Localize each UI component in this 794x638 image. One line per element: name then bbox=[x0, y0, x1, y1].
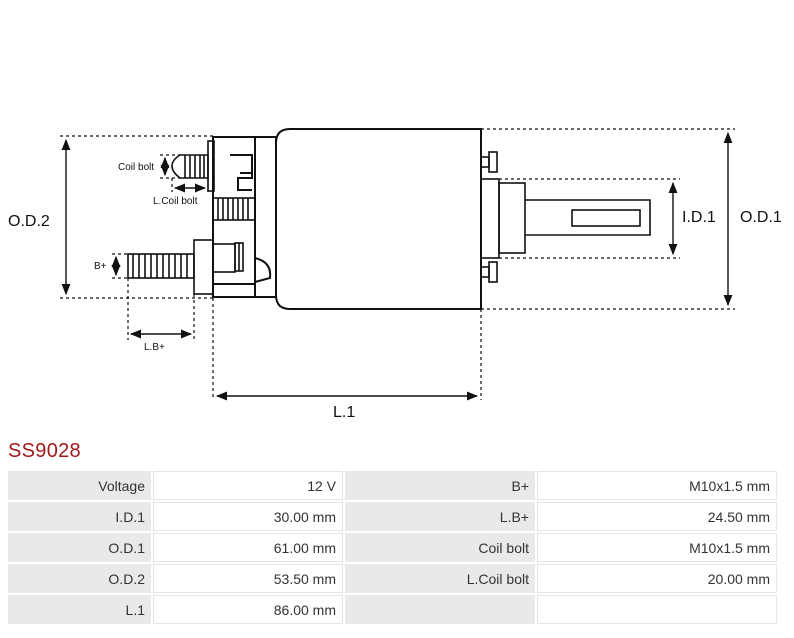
od1-label: O.D.1 bbox=[740, 209, 782, 226]
spec-value: M10x1.5 mm bbox=[537, 533, 777, 562]
b-plus-terminal bbox=[127, 239, 244, 295]
product-code: SS9028 bbox=[8, 440, 81, 462]
coil-bolt-terminal bbox=[171, 140, 215, 192]
spec-key: L.B+ bbox=[345, 502, 535, 531]
spec-value: 53.50 mm bbox=[153, 564, 343, 593]
extension-lines bbox=[60, 128, 735, 400]
spec-key bbox=[345, 595, 535, 624]
spec-value: 61.00 mm bbox=[153, 533, 343, 562]
l1-label: L.1 bbox=[333, 404, 355, 421]
table-row: O.D.1 61.00 mm Coil bolt M10x1.5 mm bbox=[8, 533, 777, 562]
table-row: I.D.1 30.00 mm L.B+ 24.50 mm bbox=[8, 502, 777, 531]
spec-value: 12 V bbox=[153, 471, 343, 500]
solenoid-technical-drawing: O.D.2 O.D.1 I.D.1 L.1 Coil bolt L.Coil b… bbox=[8, 128, 782, 421]
spec-key: L.1 bbox=[8, 595, 151, 624]
spec-value: 86.00 mm bbox=[153, 595, 343, 624]
spec-key: L.Coil bolt bbox=[345, 564, 535, 593]
table-row: Voltage 12 V B+ M10x1.5 mm bbox=[8, 471, 777, 500]
spec-table: Voltage 12 V B+ M10x1.5 mm I.D.1 30.00 m… bbox=[6, 469, 779, 626]
spec-key: B+ bbox=[345, 471, 535, 500]
solenoid-body bbox=[212, 128, 482, 310]
b-plus-label: B+ bbox=[94, 261, 107, 272]
spec-value: 24.50 mm bbox=[537, 502, 777, 531]
l-coil-bolt-label: L.Coil bolt bbox=[153, 196, 198, 207]
l-coil-bolt-stud bbox=[212, 197, 256, 221]
table-row: L.1 86.00 mm bbox=[8, 595, 777, 624]
id1-label: I.D.1 bbox=[682, 209, 716, 226]
spec-value bbox=[537, 595, 777, 624]
spec-key: I.D.1 bbox=[8, 502, 151, 531]
coil-bolt-label: Coil bolt bbox=[118, 162, 154, 173]
table-row: O.D.2 53.50 mm L.Coil bolt 20.00 mm bbox=[8, 564, 777, 593]
spec-key: O.D.2 bbox=[8, 564, 151, 593]
spec-key: O.D.1 bbox=[8, 533, 151, 562]
od2-label: O.D.2 bbox=[8, 213, 50, 230]
spec-key: Voltage bbox=[8, 471, 151, 500]
l-b-plus-label: L.B+ bbox=[144, 342, 165, 353]
plunger-assembly bbox=[480, 151, 651, 283]
spec-value: 20.00 mm bbox=[537, 564, 777, 593]
spec-value: 30.00 mm bbox=[153, 502, 343, 531]
spec-value: M10x1.5 mm bbox=[537, 471, 777, 500]
spec-key: Coil bolt bbox=[345, 533, 535, 562]
dimension-arrows bbox=[61, 131, 733, 401]
